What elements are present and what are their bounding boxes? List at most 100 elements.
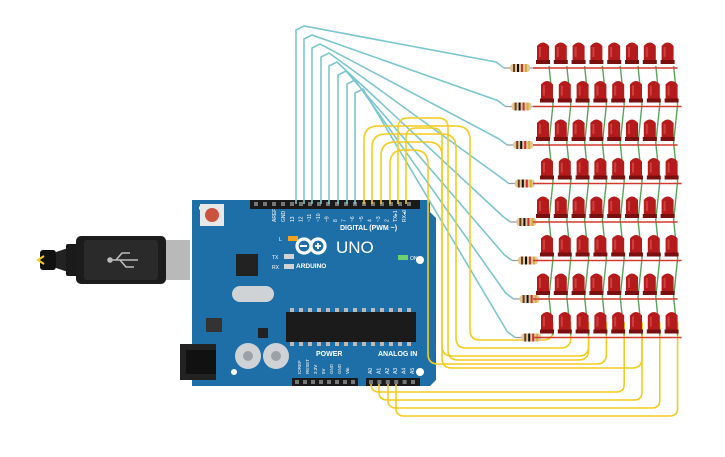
rx-label: RX: [272, 265, 280, 271]
led: [629, 158, 643, 180]
microcontroller-chip: [286, 312, 416, 342]
led: [553, 273, 568, 295]
digital-label: DIGITAL (PWM ~): [340, 225, 397, 232]
led: [660, 42, 675, 64]
arduino-logo-icon: [295, 237, 327, 255]
led: [607, 119, 622, 141]
led: [575, 312, 590, 334]
led: [611, 158, 626, 180]
row-wire: [320, 52, 510, 204]
reset-button[interactable]: [200, 204, 224, 226]
led: [540, 81, 554, 103]
led: [571, 273, 586, 295]
led: [589, 42, 604, 64]
row-wire: [303, 34, 507, 204]
column-wire: [370, 322, 625, 393]
led: [607, 273, 622, 295]
aref-label: AREF: [272, 209, 278, 222]
led: [629, 312, 643, 334]
column-wire: [397, 117, 590, 361]
led: [625, 196, 639, 218]
power-pin-label: GND: [337, 363, 342, 374]
l-label: L: [279, 237, 282, 243]
led-tx-indicator: [284, 254, 294, 259]
digital-header[interactable]: [250, 200, 420, 209]
led: [646, 158, 661, 180]
resistor: [504, 64, 540, 72]
led: [607, 42, 622, 64]
power-pin-label: Vin: [345, 367, 350, 374]
digital-pin-label: 13: [290, 216, 296, 222]
tx-label: TX: [272, 255, 279, 261]
small-chip: [258, 328, 268, 338]
led: [664, 312, 679, 334]
analog-label: ANALOG IN: [378, 351, 417, 358]
led: [642, 119, 657, 141]
row-wires: [295, 25, 516, 339]
row-wire: [346, 78, 515, 300]
led: [642, 273, 657, 295]
led: [611, 81, 626, 103]
analog-pin-label: A1: [376, 368, 382, 374]
led: [571, 196, 586, 218]
row-wire: [354, 87, 516, 339]
power-pin-label: 5V: [321, 368, 326, 374]
matrix-column-trace: [601, 65, 608, 336]
led: [593, 312, 608, 334]
row-wire: [295, 25, 505, 204]
digital-pin-label: ~9: [324, 216, 330, 222]
led: [611, 235, 626, 257]
column-wire: [363, 125, 554, 341]
led: [553, 119, 568, 141]
led: [625, 42, 639, 64]
digital-pin-label: 12: [299, 216, 305, 222]
gnd-label: GND: [281, 211, 287, 223]
led: [593, 81, 608, 103]
matrix-column-trace: [619, 65, 625, 336]
led: [664, 235, 679, 257]
led: [575, 81, 590, 103]
led: [540, 312, 554, 334]
led: [660, 119, 675, 141]
usb-cable: [36, 236, 190, 284]
resistor: [508, 179, 545, 188]
uno-label: UNO: [336, 238, 374, 257]
led: [629, 235, 643, 257]
analog-header[interactable]: [366, 378, 420, 386]
analog-pin-label: A4: [402, 368, 408, 374]
digital-pin-label: ~3: [376, 216, 382, 222]
led: [553, 196, 568, 218]
power-pin-label: 3.3V: [313, 365, 318, 374]
resistor: [507, 141, 544, 149]
led: [540, 158, 554, 180]
led: [575, 235, 590, 257]
matrix-column-trace: [637, 65, 643, 336]
power-label: POWER: [316, 351, 342, 358]
led: [540, 235, 554, 257]
power-header[interactable]: [292, 378, 358, 386]
digital-pin-label: ~10: [316, 213, 322, 222]
column-wire: [389, 149, 608, 365]
led: [646, 235, 661, 257]
regulator: [206, 318, 222, 332]
row-wire: [328, 61, 511, 223]
arduino-board[interactable]: AREF GND DIGITAL (PWM ~) UNO ARDUINO L T…: [180, 200, 436, 386]
led: [625, 119, 639, 141]
column-wire: [378, 322, 643, 401]
led: [664, 81, 679, 103]
digital-pin-label: ~5: [359, 216, 365, 222]
column-wires: [363, 117, 679, 417]
led: [571, 119, 586, 141]
led-on-indicator: [398, 255, 408, 260]
capacitors: [235, 343, 289, 369]
row-wire: [337, 70, 513, 262]
usb-chip: [236, 254, 258, 276]
led: [536, 196, 550, 218]
column-wire: [395, 322, 679, 417]
on-label: ON: [410, 256, 418, 262]
digital-pin-label: ~6: [350, 216, 356, 222]
led-matrix: [533, 42, 682, 339]
crystal: [232, 286, 274, 302]
